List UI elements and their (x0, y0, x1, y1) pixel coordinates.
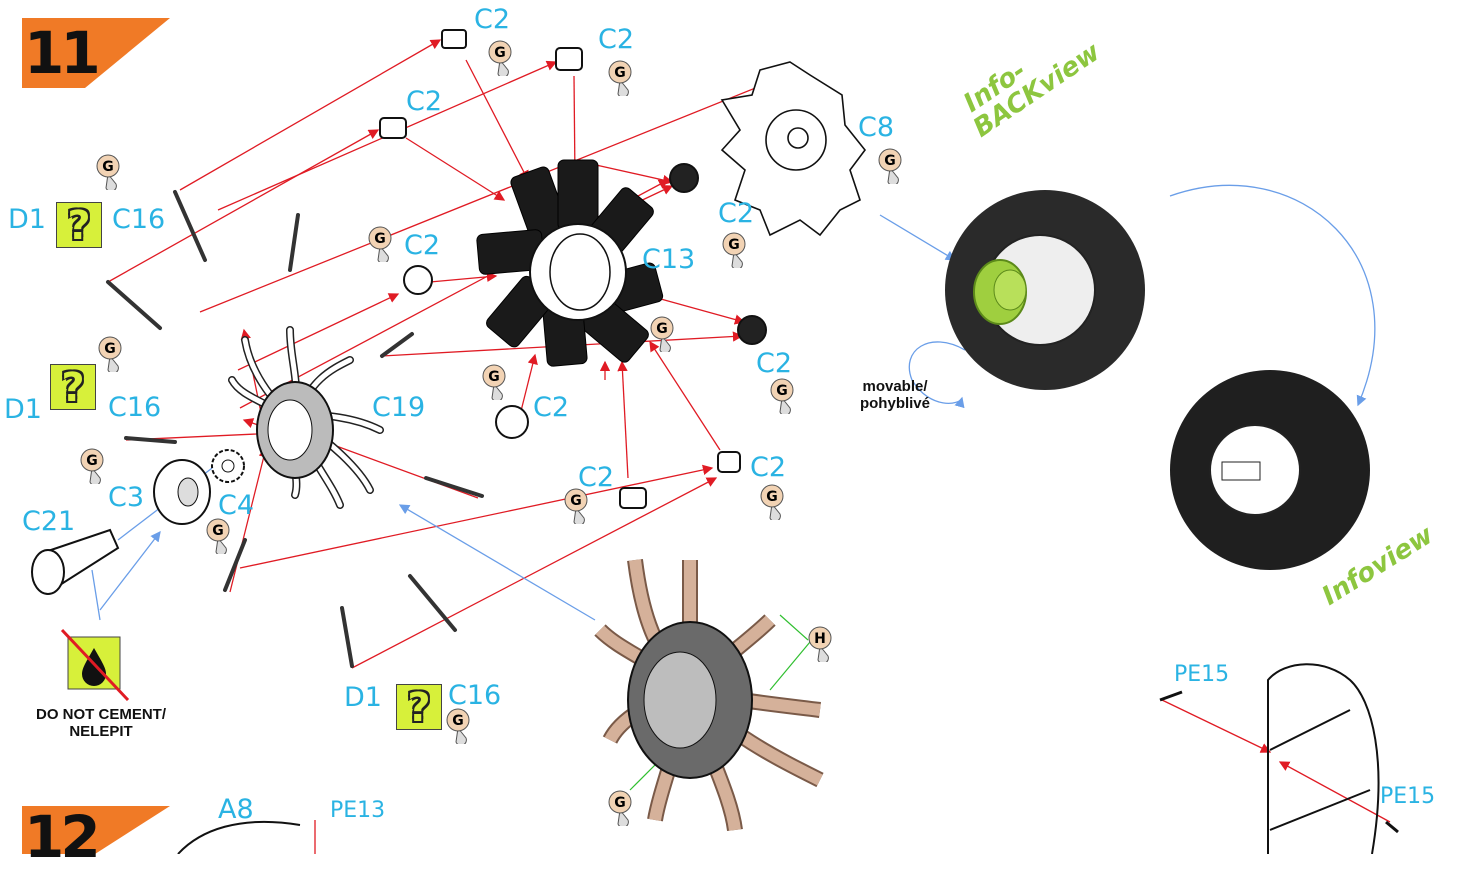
c8-crankcase (720, 61, 867, 237)
a8-part (177, 820, 301, 854)
label-c4: C4 (218, 490, 255, 521)
label-c2: C2 (718, 198, 755, 229)
label-c13: C13 (642, 244, 696, 275)
label-a8: A8 (218, 794, 254, 825)
c19-exhaust-collector (228, 326, 384, 509)
svg-text:G: G (212, 523, 224, 539)
glue-g-icon: G (482, 364, 506, 400)
cowling-panel (1159, 663, 1399, 854)
glue-g-icon: G (488, 40, 512, 76)
label-c16: C16 (108, 392, 162, 423)
glue-g-icon: G (96, 154, 120, 190)
glue-g-icon: G (608, 790, 632, 826)
svg-text:G: G (86, 453, 98, 469)
glue-g-icon: G (98, 336, 122, 372)
label-c21: C21 (22, 506, 76, 537)
glue-g-icon: G (608, 60, 632, 96)
glue-g-icon: G (564, 488, 588, 524)
label-pe15: PE15 (1174, 662, 1230, 687)
svg-text:G: G (452, 713, 464, 729)
movable-note-line2: pohyblivé (859, 395, 930, 413)
do-not-cement-line1: DO NOT CEMENT/ (36, 706, 166, 723)
svg-text:G: G (570, 493, 582, 509)
label-d1: D1 (4, 394, 42, 425)
glue-g-icon: G (760, 484, 784, 520)
do-not-cement-icon (60, 628, 130, 702)
glue-g-icon: G (650, 316, 674, 352)
svg-text:G: G (728, 237, 740, 253)
label-c2: C2 (474, 4, 511, 35)
svg-text:G: G (884, 153, 896, 169)
label-c16: C16 (112, 204, 166, 235)
glue-g-icon: G (722, 232, 746, 268)
label-c2: C2 (598, 24, 635, 55)
optional-part-icon: ? (50, 364, 96, 411)
do-not-cement-line2: NELEPIT (69, 723, 133, 741)
glue-g-icon: G (206, 518, 230, 554)
c2-parts (379, 29, 767, 509)
svg-text:G: G (494, 45, 506, 61)
do-not-cement-note: DO NOT CEMENT/ NELEPIT (16, 706, 186, 741)
label-c19: C19 (372, 392, 426, 423)
c4-gear (211, 449, 245, 483)
label-c2: C2 (533, 392, 570, 423)
step-12-banner (22, 806, 170, 854)
step-11-banner (22, 18, 170, 88)
glue-g-icon: G (878, 148, 902, 184)
step-number-11: 11 (24, 19, 101, 87)
step-number-12: 12 (24, 803, 101, 871)
svg-text:G: G (656, 321, 668, 337)
label-c2: C2 (578, 462, 615, 493)
label-c8: C8 (858, 112, 895, 143)
glue-g-icon: G (80, 448, 104, 484)
glue-g-icon: G (368, 226, 392, 262)
svg-text:G: G (104, 341, 116, 357)
svg-text:G: G (488, 369, 500, 385)
label-c2: C2 (406, 86, 443, 117)
infoview-engine (1170, 370, 1370, 570)
glue-g-icon: G (446, 708, 470, 744)
label-d1: D1 (8, 204, 46, 235)
glue-h-icon: H (808, 626, 832, 662)
label-c16: C16 (448, 680, 502, 711)
c13-cylinder-ring (476, 159, 664, 367)
label-c2: C2 (756, 348, 793, 379)
label-d1: D1 (344, 682, 382, 713)
backview-engine (945, 190, 1145, 390)
svg-text:G: G (374, 231, 386, 247)
optional-part-icon: ? (396, 684, 442, 731)
label-pe13: PE13 (330, 798, 386, 823)
svg-text:H: H (814, 631, 826, 647)
c21-shaft (31, 528, 120, 595)
svg-text:G: G (614, 65, 626, 81)
label-c2: C2 (404, 230, 441, 261)
movable-note: movable/ pohyblivé (840, 378, 950, 413)
label-c3: C3 (108, 482, 145, 513)
c3-washer (153, 459, 211, 525)
glue-g-icon: G (770, 378, 794, 414)
pushrods (106, 190, 484, 668)
movable-note-line1: movable/ (862, 378, 928, 395)
svg-text:G: G (102, 159, 114, 175)
optional-part-icon: ? (56, 202, 102, 249)
label-pe15: PE15 (1380, 784, 1436, 809)
exhaust-h-part (594, 559, 824, 832)
svg-text:G: G (776, 383, 788, 399)
svg-text:G: G (766, 489, 778, 505)
label-c2: C2 (750, 452, 787, 483)
svg-text:G: G (614, 795, 626, 811)
